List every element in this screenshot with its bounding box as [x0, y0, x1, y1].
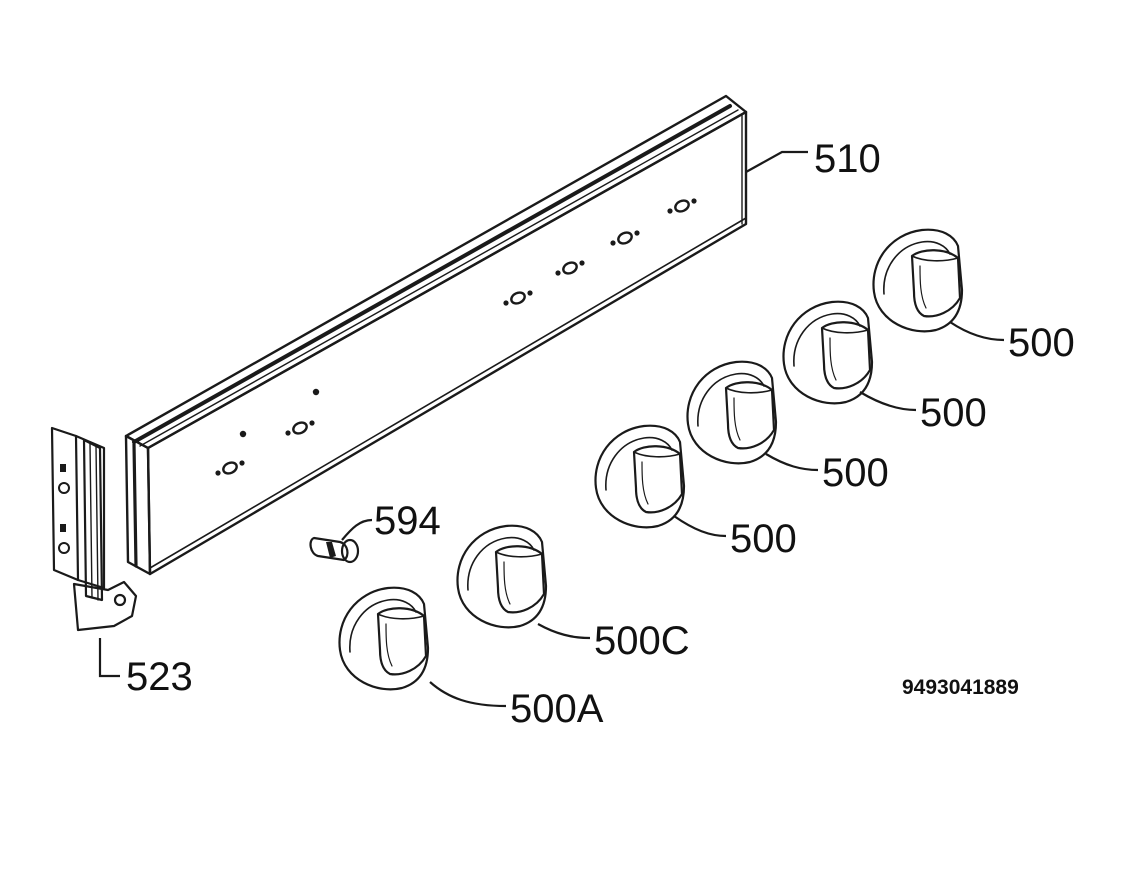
label-500c: 500C [594, 619, 690, 663]
leader-lines [98, 150, 1005, 708]
side-bracket-523 [50, 426, 138, 632]
label-500-4: 500 [730, 517, 797, 561]
knob-c [456, 524, 548, 629]
label-523: 523 [126, 655, 193, 699]
control-panel-510 [124, 94, 748, 576]
label-594: 594 [374, 499, 441, 543]
knob-3 [686, 360, 778, 465]
label-500-2: 500 [920, 391, 987, 435]
knob-1 [872, 228, 964, 333]
label-500-1: 500 [1008, 321, 1075, 365]
label-510: 510 [814, 137, 881, 181]
spacer-pin-594 [309, 536, 360, 564]
label-500a: 500A [510, 687, 604, 731]
drawing-number: 9493041889 [902, 676, 1019, 699]
knob-4 [594, 424, 686, 529]
knob-a [338, 586, 430, 691]
label-500-3: 500 [822, 451, 889, 495]
knob-2 [782, 300, 874, 405]
